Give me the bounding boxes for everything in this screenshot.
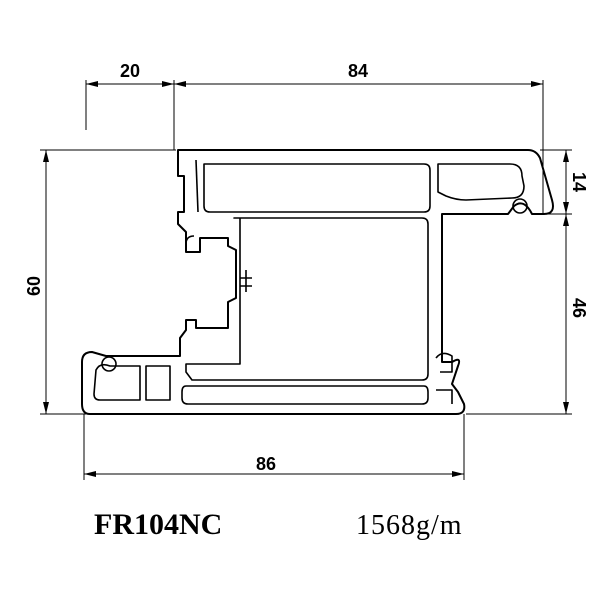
profile-code: FR104NC [94,508,223,541]
dim-label-bottom: 86 [256,454,276,474]
profile-weight: 1568g/m [356,510,463,541]
profile-section [81,149,554,415]
dimension-lines [40,80,572,480]
dim-label-right-top: 14 [569,172,589,192]
dim-label-top-left: 20 [120,61,140,81]
dim-label-top-right: 84 [348,61,368,81]
dim-label-right-bottom: 46 [569,298,589,318]
dim-label-left: 60 [24,276,44,296]
